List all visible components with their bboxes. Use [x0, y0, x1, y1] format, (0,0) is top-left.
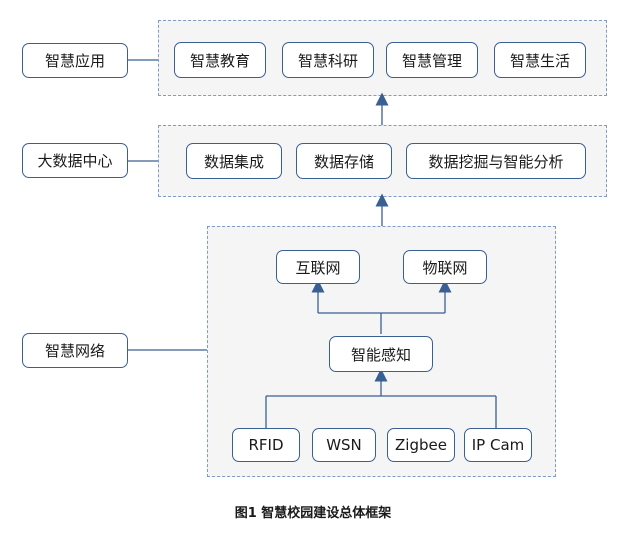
app-item-life: 智慧生活: [494, 42, 586, 78]
bigdata-item-mining: 数据挖掘与智能分析: [406, 143, 586, 179]
network-item-sensing: 智能感知: [329, 336, 433, 372]
bigdata-item-storage: 数据存储: [296, 143, 392, 179]
app-item-management: 智慧管理: [386, 42, 478, 78]
figure-caption: 图1 智慧校园建设总体框架: [234, 506, 392, 521]
layer-label-bigdata: 大数据中心: [22, 143, 128, 178]
device-wsn: WSN: [312, 428, 376, 462]
app-item-education: 智慧教育: [174, 42, 266, 78]
device-ipcam: IP Cam: [464, 428, 532, 462]
device-zigbee: Zigbee: [387, 428, 455, 462]
network-item-iot: 物联网: [403, 250, 487, 284]
device-rfid: RFID: [232, 428, 300, 462]
app-item-research: 智慧科研: [282, 42, 374, 78]
layer-label-network: 智慧网络: [22, 333, 128, 368]
network-item-internet: 互联网: [276, 250, 360, 284]
layer-label-app: 智慧应用: [22, 43, 128, 78]
bigdata-item-integration: 数据集成: [186, 143, 282, 179]
